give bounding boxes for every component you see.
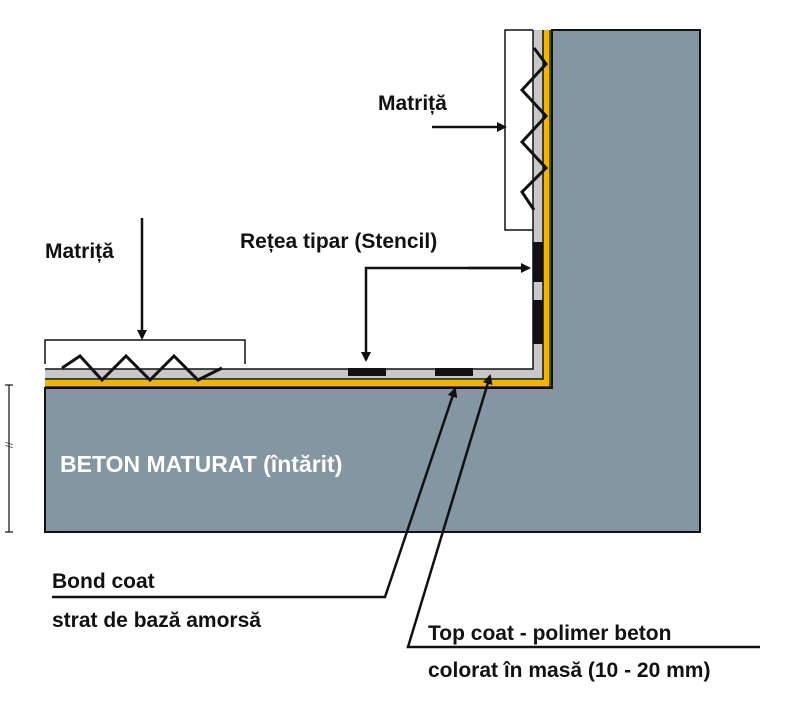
arrow-top-coat [406, 374, 760, 649]
label-matrita-left: Matriță [45, 240, 114, 263]
top-coat-layer [45, 30, 543, 379]
bond-coat-inner-edge [45, 30, 544, 380]
label-top-coat: Top coat - polimer beton [428, 622, 671, 645]
break-mark: // [5, 441, 15, 448]
stencil-piece [533, 242, 543, 282]
top-coat-outer-edge [45, 30, 534, 370]
arrow-bond-coat [52, 387, 458, 599]
stencil-piece [435, 368, 473, 376]
horizontal-stamp-mat [44, 339, 246, 383]
hardened-concrete-slab [44, 29, 701, 533]
thickness-dimension-mark: // [5, 384, 15, 533]
label-bond-coat-description: strat de bază amorsă [52, 609, 261, 632]
stencil-piece [348, 368, 386, 376]
label-bond-coat: Bond coat [52, 570, 155, 593]
label-hardened-concrete: BETON MATURAT (întărit) [60, 451, 342, 477]
bond-coat-outer-edge [45, 30, 551, 388]
stencil-piece [533, 300, 543, 344]
label-stencil: Rețea tipar (Stencil) [240, 230, 437, 253]
label-matrita-top: Matriță [378, 92, 447, 115]
bond-coat-layer [45, 30, 549, 386]
label-top-coat-description: colorat în masă (10 - 20 mm) [428, 659, 710, 682]
arrow-stencil-down [361, 266, 525, 362]
